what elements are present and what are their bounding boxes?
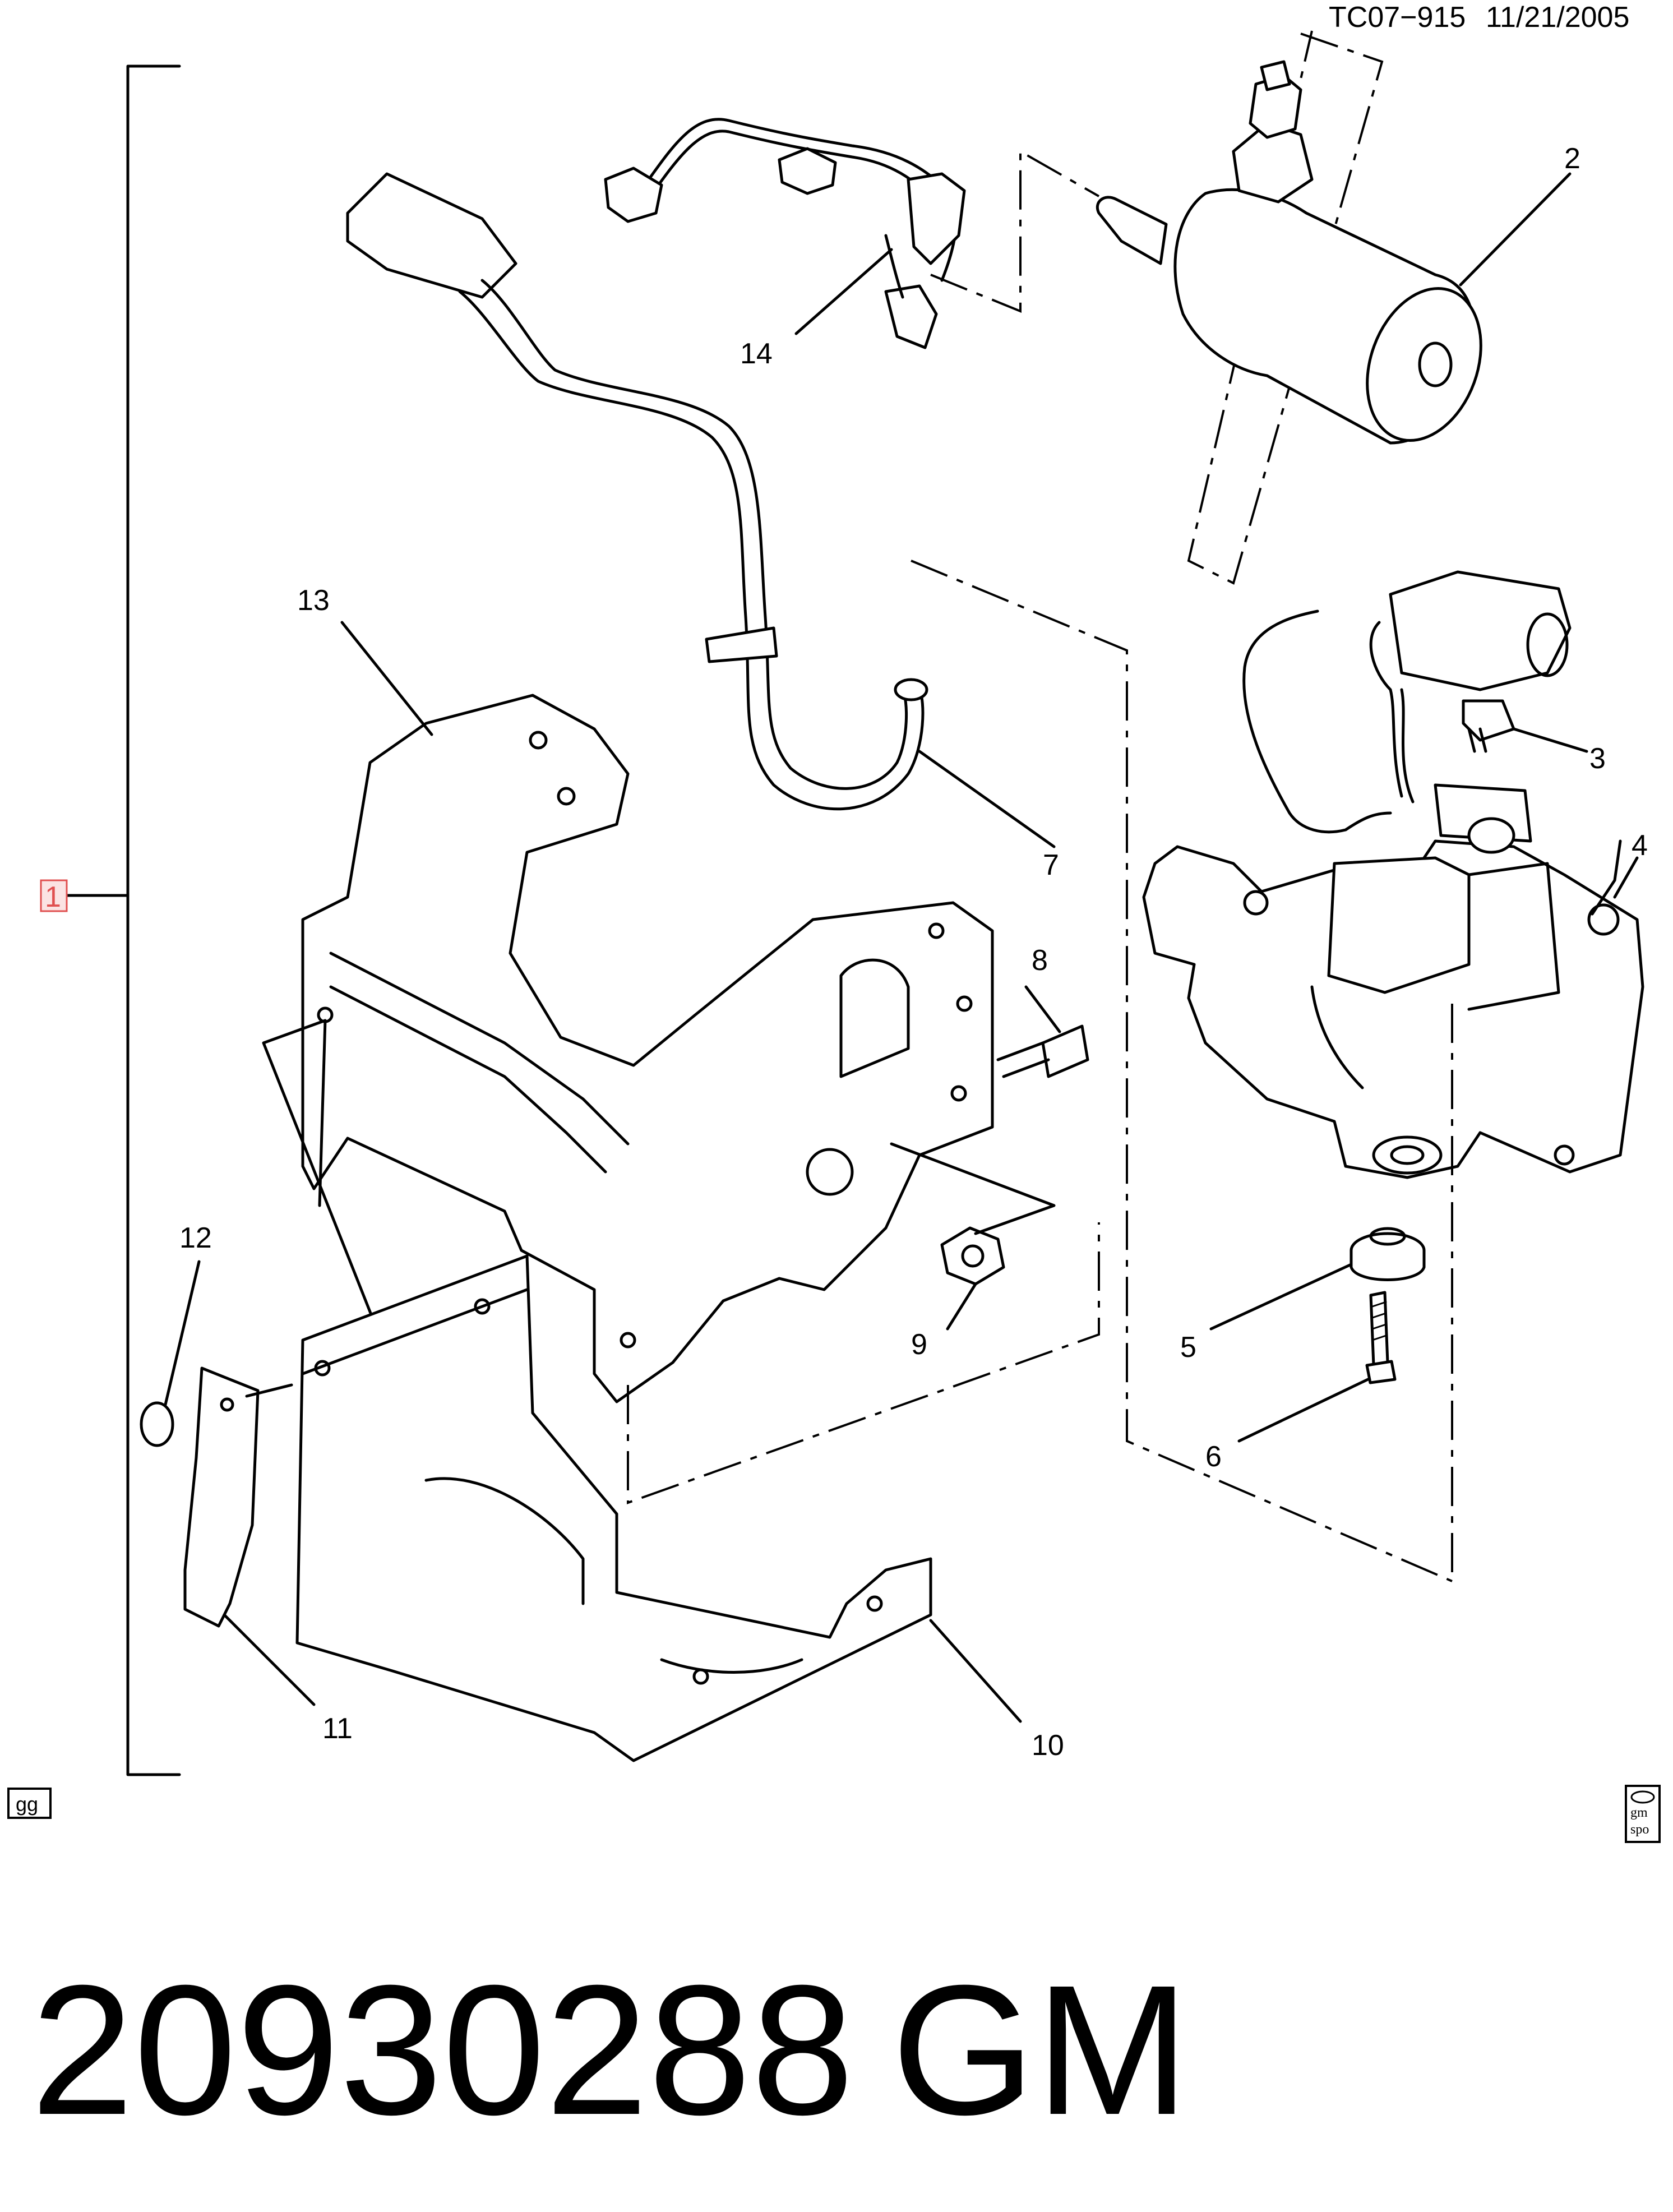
plug-12 bbox=[140, 1260, 201, 1447]
gm-badge-text: gm bbox=[1630, 1805, 1648, 1820]
callout-9: 9 bbox=[911, 1328, 927, 1361]
gm-spo-badge bbox=[1625, 1785, 1661, 1843]
nut-9 bbox=[890, 1142, 1056, 1331]
wire-harness bbox=[604, 118, 966, 349]
side-shield-11 bbox=[183, 1366, 316, 1706]
callout-4: 4 bbox=[1632, 829, 1648, 862]
part-number: 20930288 bbox=[31, 1946, 854, 2153]
callout-13: 13 bbox=[297, 584, 330, 617]
compressor-assembly bbox=[1142, 570, 1644, 1179]
callout-3: 3 bbox=[1589, 742, 1606, 775]
compressor-motor bbox=[1096, 60, 1572, 445]
callout-7: 7 bbox=[1043, 849, 1059, 881]
badge-gg bbox=[7, 1788, 52, 1819]
callout-6: 6 bbox=[1205, 1440, 1222, 1473]
sensor-clip bbox=[1462, 699, 1588, 753]
harness-hose bbox=[346, 172, 1056, 848]
heat-shield-10 bbox=[245, 1254, 1022, 1762]
callout-1: 1 bbox=[45, 881, 61, 913]
mounting-bracket bbox=[301, 621, 994, 1403]
isolator-5 bbox=[1209, 1227, 1426, 1331]
callout-11: 11 bbox=[322, 1712, 353, 1745]
harness-dash-lines bbox=[930, 30, 1384, 585]
drawing-id: TC07−915 bbox=[1329, 1, 1466, 34]
callout-2: 2 bbox=[1564, 142, 1580, 175]
callout-14: 14 bbox=[740, 338, 773, 370]
callout-8: 8 bbox=[1032, 944, 1048, 977]
hose-dash-outline bbox=[911, 560, 1453, 1582]
badge-gg-text: gg bbox=[16, 1793, 38, 1816]
drawing-date: 11/21/2005 bbox=[1486, 1, 1629, 34]
callout-5: 5 bbox=[1180, 1331, 1196, 1364]
callout-12: 12 bbox=[179, 1222, 212, 1254]
brand-mark: GM bbox=[891, 1946, 1190, 2153]
callout-10: 10 bbox=[1032, 1729, 1064, 1762]
callout-1-highlight bbox=[40, 879, 68, 912]
bolt-6 bbox=[1237, 1291, 1397, 1443]
bolt-8 bbox=[996, 985, 1089, 1078]
bracket-pointer-lines bbox=[262, 1019, 383, 1342]
assembly-bracket bbox=[66, 64, 181, 1776]
bracket-dash-outline bbox=[627, 1222, 1100, 1504]
spo-badge-text: spo bbox=[1630, 1822, 1649, 1837]
